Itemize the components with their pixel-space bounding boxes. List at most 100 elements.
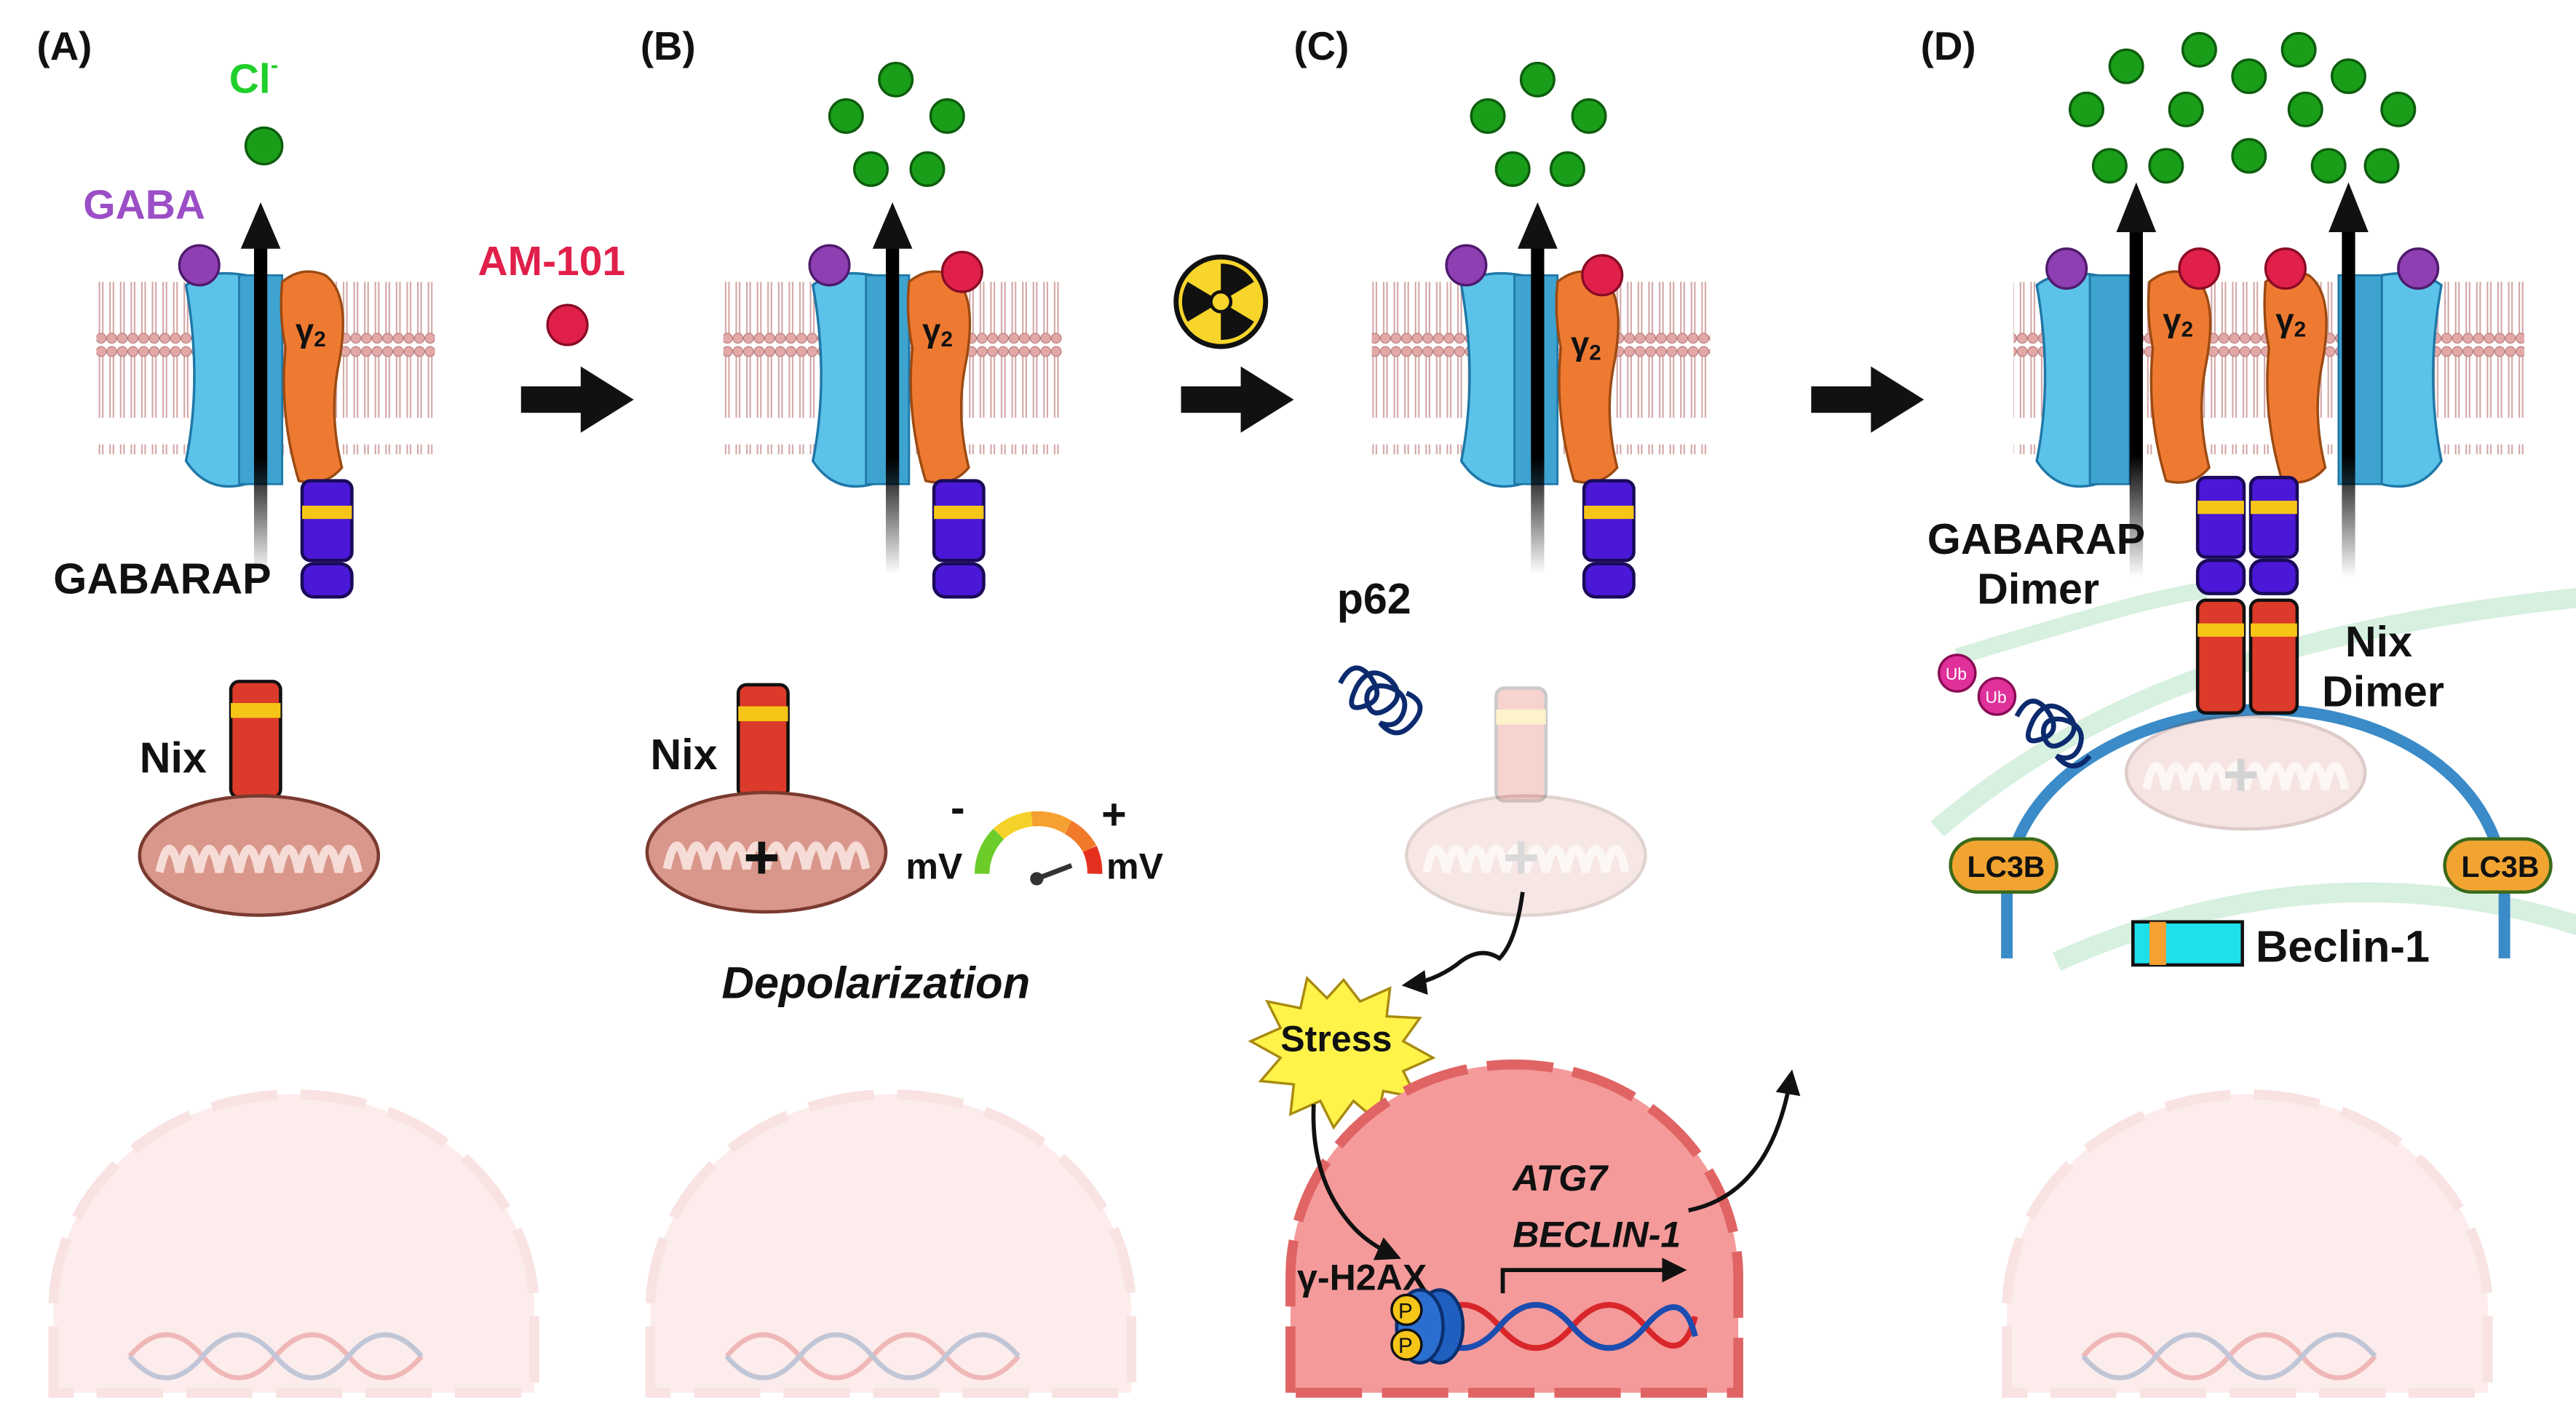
- chloride-ion-cluster: [2069, 31, 2417, 184]
- am101-molecule: [2178, 247, 2221, 290]
- gaba-molecule: [178, 244, 221, 287]
- am101-molecule: [546, 303, 589, 346]
- p62-protein: [2014, 699, 2092, 768]
- atg7-label: ATG7: [1511, 1158, 1609, 1199]
- gauge-mv-high: mV: [1106, 846, 1164, 887]
- export-arrow: [1688, 1069, 1801, 1212]
- nix-dimer-label-2: Dimer: [2322, 667, 2444, 716]
- dna-helix-icon: [724, 1332, 1021, 1381]
- nix-protein: [736, 683, 790, 800]
- mitochondrion-icon: +: [1405, 794, 1647, 917]
- nucleus-icon: [48, 1089, 539, 1398]
- ubiquitin-chain: Ub Ub: [1938, 654, 2017, 716]
- signal-arrow: [1401, 891, 1525, 995]
- nix-dimer: [2195, 598, 2299, 715]
- gabarap-dimer: [2195, 475, 2299, 595]
- gabarap-dimer-label: GABARAP: [1927, 515, 2145, 563]
- gamma2-label: γ2: [1571, 325, 1601, 365]
- nucleus-icon: [2002, 1089, 2493, 1398]
- chloride-flux-arrowhead: [1518, 202, 1558, 249]
- er-strand: [1930, 588, 2576, 837]
- p62-protein: [1338, 665, 1423, 736]
- right-arrow-icon: [1811, 366, 1925, 433]
- signal-arrow: [1311, 1104, 1401, 1260]
- phospho-label: P: [1398, 1334, 1413, 1358]
- am101-label: AM-101: [478, 238, 626, 285]
- mito-plus-sign: +: [743, 823, 780, 893]
- chloride-flux-arrowhead: [240, 202, 281, 249]
- phospho-label: P: [1398, 1299, 1413, 1323]
- stress-burst: Stress: [1248, 975, 1436, 1130]
- lc3b-label: LC3B: [1967, 850, 2045, 883]
- gabarap-label: GABARAP: [53, 555, 271, 603]
- nix-protein: [229, 680, 282, 800]
- nix-label: Nix: [140, 734, 207, 782]
- beclin1-label: Beclin-1: [2256, 921, 2430, 972]
- chloride-ion-cluster: [1470, 61, 1607, 187]
- ub-label: Ub: [1946, 664, 1967, 683]
- gamma2-label: γ2: [922, 311, 953, 352]
- gabarap-protein: [932, 479, 986, 599]
- dna-helix-icon: [127, 1332, 424, 1381]
- gauge-minus-sign: -: [951, 783, 965, 832]
- histone-complex: P P: [1390, 1288, 1465, 1365]
- ub-label: Ub: [1986, 688, 2007, 707]
- gamma2-label: γ2: [2163, 302, 2193, 342]
- gauge-mv-low: mV: [905, 846, 963, 887]
- mitochondrion-icon: +: [2124, 714, 2367, 831]
- gamma2-label: γ2: [296, 311, 326, 352]
- depolarization-label: Depolarization: [721, 958, 1030, 1009]
- chloride-ion-cluster: [828, 61, 965, 187]
- gaba-molecule: [1445, 244, 1488, 287]
- right-arrow-icon: [1181, 366, 1294, 433]
- nix-dimer-label: Nix: [2345, 617, 2412, 666]
- lc3b-protein: LC3B: [1949, 837, 2058, 894]
- radiation-icon: [1173, 254, 1269, 349]
- chloride-flux-arrow: [1531, 242, 1545, 574]
- panel-label-a: (A): [37, 24, 92, 68]
- gabarap-protein: [300, 479, 354, 599]
- chloride-flux-arrow: [253, 242, 268, 574]
- right-arrow-icon: [520, 366, 634, 433]
- gaba-a-receptor: γ2: [2263, 270, 2443, 488]
- voltage-gauge-icon: [974, 811, 1103, 886]
- stress-label: Stress: [1280, 1018, 1392, 1059]
- svg-text:+: +: [1503, 823, 1540, 893]
- mitochondrion-icon: [138, 794, 381, 917]
- panel-label-b: (B): [641, 24, 696, 68]
- dna-helix-icon: [2081, 1332, 2377, 1381]
- chloride-flux-arrow: [886, 242, 900, 574]
- p62-label: p62: [1337, 574, 1411, 623]
- gaba-molecule: [2397, 247, 2440, 290]
- nix-protein: [1494, 686, 1548, 803]
- chloride-flux-arrowhead: [872, 202, 913, 249]
- transcription-arrow: [1500, 1258, 1687, 1294]
- gabarap-dimer-label-2: Dimer: [1977, 564, 2099, 613]
- am101-molecule: [2264, 247, 2307, 290]
- dna-helix-icon: [1424, 1302, 1698, 1351]
- lc3b-protein: LC3B: [2443, 837, 2553, 894]
- panel-label-d: (D): [1921, 24, 1976, 68]
- chloride-flux-arrowhead: [2329, 182, 2369, 232]
- chloride-label: Cl-: [229, 52, 279, 102]
- gaba-a-receptor: γ2: [2035, 270, 2212, 488]
- chloride-flux-arrow: [2342, 229, 2355, 577]
- chloride-flux-arrow: [2129, 229, 2143, 577]
- gaba-label: GABA: [83, 182, 205, 229]
- mitochondrion-icon: +: [645, 790, 888, 914]
- nucleus-icon: [645, 1089, 1137, 1398]
- gaba-molecule: [2045, 247, 2088, 290]
- am101-molecule: [940, 250, 983, 293]
- gaba-a-receptor: γ2: [184, 270, 344, 488]
- am101-molecule: [1581, 254, 1624, 297]
- gaba-molecule: [808, 244, 851, 287]
- gabarap-protein: [1582, 479, 1636, 599]
- gamma-h2ax-label: γ-H2AX: [1297, 1258, 1427, 1298]
- panel-label-c: (C): [1293, 24, 1349, 68]
- nix-label: Nix: [650, 730, 717, 779]
- gamma2-label: γ2: [2275, 302, 2306, 342]
- lc3b-label: LC3B: [2461, 850, 2539, 883]
- chloride-flux-arrowhead: [2116, 182, 2157, 232]
- chloride-ion: [244, 126, 284, 166]
